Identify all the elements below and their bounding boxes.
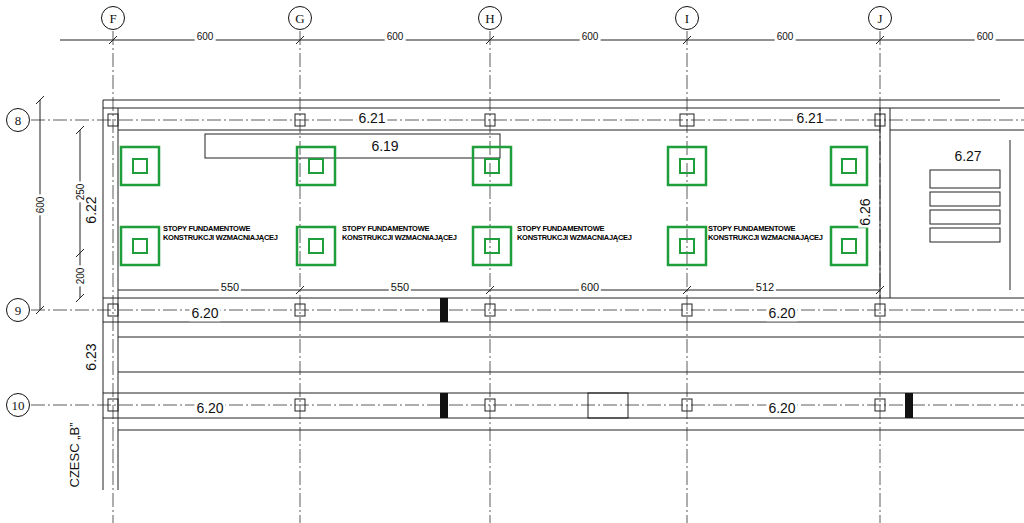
grid-axis-bubble: 10: [6, 393, 30, 417]
footing-note: STOPY FUNDAMENTOWE KONSTRUKCJI WZMACNIAJ…: [340, 225, 464, 242]
beam-number: 6.21: [794, 111, 825, 126]
dimension-value: 600: [775, 31, 796, 42]
grid-axis-lines: [31, 31, 1024, 523]
dimension-value: 600: [385, 31, 406, 42]
beam-number: 6.20: [194, 401, 225, 416]
footing-note: STOPY FUNDAMENTOWE KONSTRUKCJI WZMACNIAJ…: [706, 225, 830, 242]
plan-outlines: [36, 36, 1024, 490]
axis-mark: 8: [15, 114, 22, 127]
axis-mark: 9: [15, 304, 22, 317]
grid-axis-bubble: 9: [6, 298, 30, 322]
dimension-value: 200: [75, 266, 86, 287]
dimension-value: 600: [975, 31, 996, 42]
footing-note: STOPY FUNDAMENTOWE KONSTRUKCJI WZMACNIAJ…: [161, 225, 285, 242]
axis-mark: G: [295, 12, 304, 25]
wall-piers: [440, 298, 913, 418]
beam-number: 6.22: [84, 194, 99, 225]
axis-mark: J: [877, 12, 882, 25]
dimension-value: 600: [580, 31, 601, 42]
footing-squares: [121, 147, 867, 265]
beam-number: 6.26: [858, 196, 873, 227]
dimension-value: 512: [754, 281, 776, 293]
beam-number: 6.23: [84, 341, 99, 372]
grid-axis-bubble: F: [101, 6, 125, 30]
footing-note: STOPY FUNDAMENTOWE KONSTRUKCJI WZMACNIAJ…: [515, 225, 639, 242]
axis-mark: 10: [12, 399, 25, 412]
grid-axis-bubble: H: [478, 6, 502, 30]
beam-number: 6.21: [356, 111, 387, 126]
dimension-value: 600: [579, 281, 601, 293]
dimension-value: 600: [195, 31, 216, 42]
dimension-value: 600: [35, 195, 46, 216]
grid-axis-bubble: I: [675, 6, 699, 30]
beam-number: 6.20: [189, 306, 220, 321]
grid-axis-bubble: G: [288, 6, 312, 30]
dimension-value: 550: [389, 281, 411, 293]
beam-number: 6.20: [766, 401, 797, 416]
dimension-value: 550: [219, 281, 241, 293]
part-name: CZESC „B”: [68, 421, 82, 490]
grid-axis-bubble: J: [868, 6, 892, 30]
dimension-value: 250: [75, 182, 86, 203]
axis-mark: H: [485, 12, 494, 25]
axis-mark: I: [685, 12, 689, 25]
grid-axis-bubble: 8: [6, 108, 30, 132]
beam-number: 6.19: [369, 139, 400, 154]
beam-number: 6.27: [952, 149, 983, 164]
beam-number: 6.20: [766, 306, 797, 321]
axis-mark: F: [109, 12, 116, 25]
